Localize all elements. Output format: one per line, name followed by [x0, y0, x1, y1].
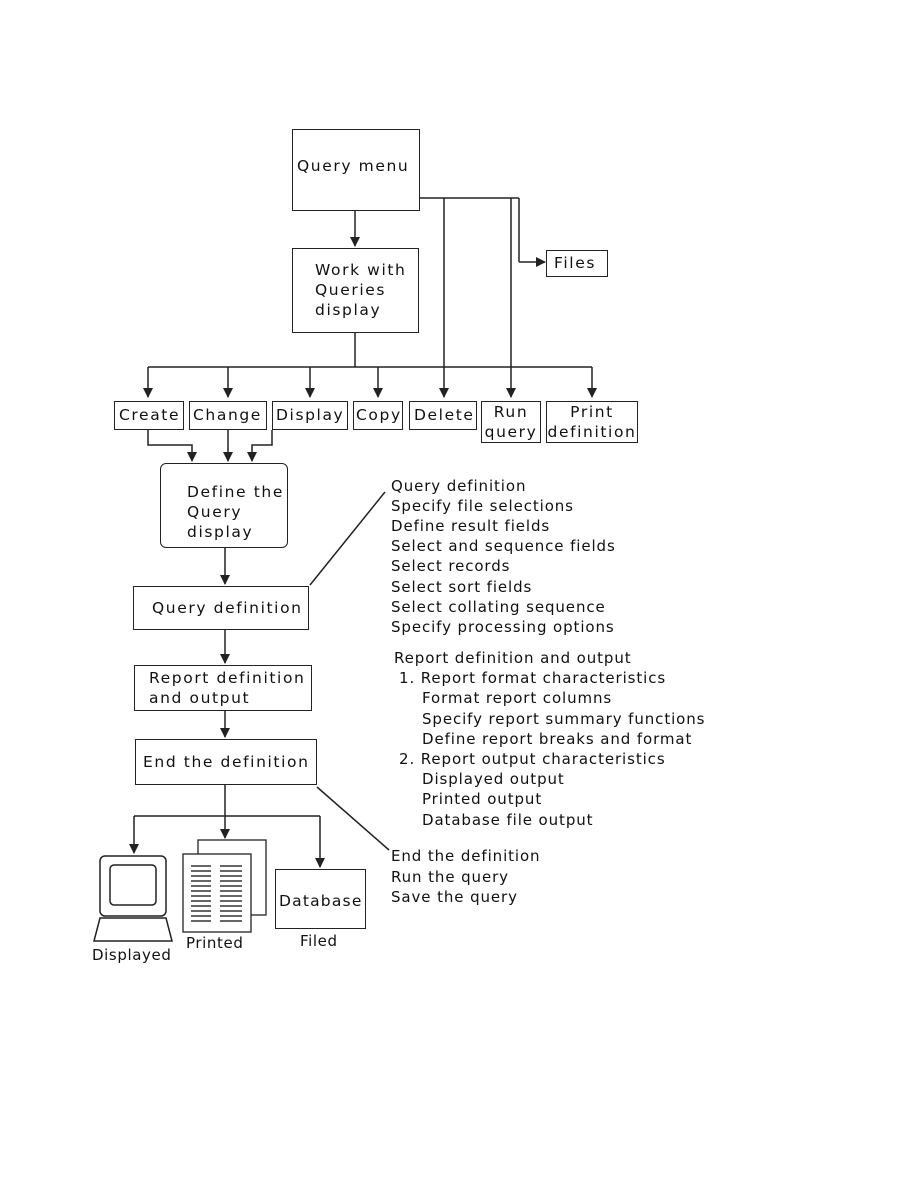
- change-option[interactable]: Change: [189, 401, 267, 430]
- query-definition-label: Query definition: [152, 599, 303, 617]
- note-qd-2: Define result fields: [391, 517, 551, 535]
- note-qd-4: Select records: [391, 557, 511, 575]
- callout-end: [316, 786, 390, 851]
- report-definition-label: Report definition and output: [149, 669, 306, 707]
- note-end-2: Save the query: [391, 888, 518, 906]
- database-label: Database: [279, 892, 363, 910]
- printed-label: Printed: [186, 934, 244, 952]
- report-definition-box[interactable]: Report definition and output: [134, 665, 312, 711]
- note-report-2-item-0: Displayed output: [422, 770, 565, 788]
- database-box[interactable]: Database: [275, 869, 366, 929]
- copy-option[interactable]: Copy: [353, 401, 403, 430]
- display-label: Display: [276, 406, 345, 424]
- define-query-box[interactable]: Define the Query display: [160, 463, 288, 548]
- run-query-option[interactable]: Run query: [481, 401, 541, 443]
- callout-querydef: [309, 491, 386, 586]
- change-label: Change: [193, 406, 262, 424]
- query-menu-label: Query menu: [297, 157, 410, 175]
- connector-display-to-define: [247, 430, 273, 462]
- note-report-title: Report definition and output: [394, 649, 632, 667]
- note-report-1-item-2: Define report breaks and format: [422, 730, 693, 748]
- print-definition-label: Print definition: [547, 403, 637, 441]
- filed-label: Filed: [300, 932, 338, 950]
- create-option[interactable]: Create: [114, 401, 184, 430]
- note-report-2-item-2: Database file output: [422, 811, 594, 829]
- note-report-1: 1. Report format characteristics: [399, 669, 667, 687]
- terminal-icon: [93, 855, 173, 942]
- note-qd-5: Select sort fields: [391, 578, 533, 596]
- note-report-2-item-1: Printed output: [422, 790, 543, 808]
- query-menu-box[interactable]: Query menu: [292, 129, 420, 211]
- note-report-2: 2. Report output characteristics: [399, 750, 666, 768]
- note-end-0: End the definition: [391, 847, 541, 865]
- work-with-queries-box[interactable]: Work with Queries display: [292, 248, 419, 333]
- note-end-1: Run the query: [391, 868, 509, 886]
- query-definition-box[interactable]: Query definition: [133, 586, 309, 630]
- files-label: Files: [554, 254, 597, 272]
- note-qd-3: Select and sequence fields: [391, 537, 616, 555]
- connector-create-to-define: [147, 430, 197, 462]
- note-report-1-item-1: Specify report summary functions: [422, 710, 706, 728]
- note-qd-7: Specify processing options: [391, 618, 615, 636]
- note-qd-1: Specify file selections: [391, 497, 574, 515]
- files-box[interactable]: Files: [546, 250, 608, 277]
- print-definition-option[interactable]: Print definition: [546, 401, 638, 443]
- end-definition-label: End the definition: [143, 753, 310, 771]
- note-report-1-item-0: Format report columns: [422, 689, 613, 707]
- note-qd-6: Select collating sequence: [391, 598, 606, 616]
- note-qd-0: Query definition: [391, 477, 527, 495]
- define-query-label: Define the Query display: [187, 483, 284, 541]
- delete-option[interactable]: Delete: [409, 401, 477, 430]
- run-query-label: Run query: [484, 403, 538, 441]
- copy-label: Copy: [356, 406, 402, 424]
- delete-label: Delete: [414, 406, 475, 424]
- work-with-queries-label: Work with Queries display: [315, 261, 407, 319]
- end-definition-box[interactable]: End the definition: [135, 739, 317, 785]
- display-option[interactable]: Display: [272, 401, 348, 430]
- displayed-label: Displayed: [92, 946, 172, 964]
- printed-lines-icon: [191, 865, 242, 922]
- create-label: Create: [119, 406, 181, 424]
- printed-document-icon: [182, 839, 267, 933]
